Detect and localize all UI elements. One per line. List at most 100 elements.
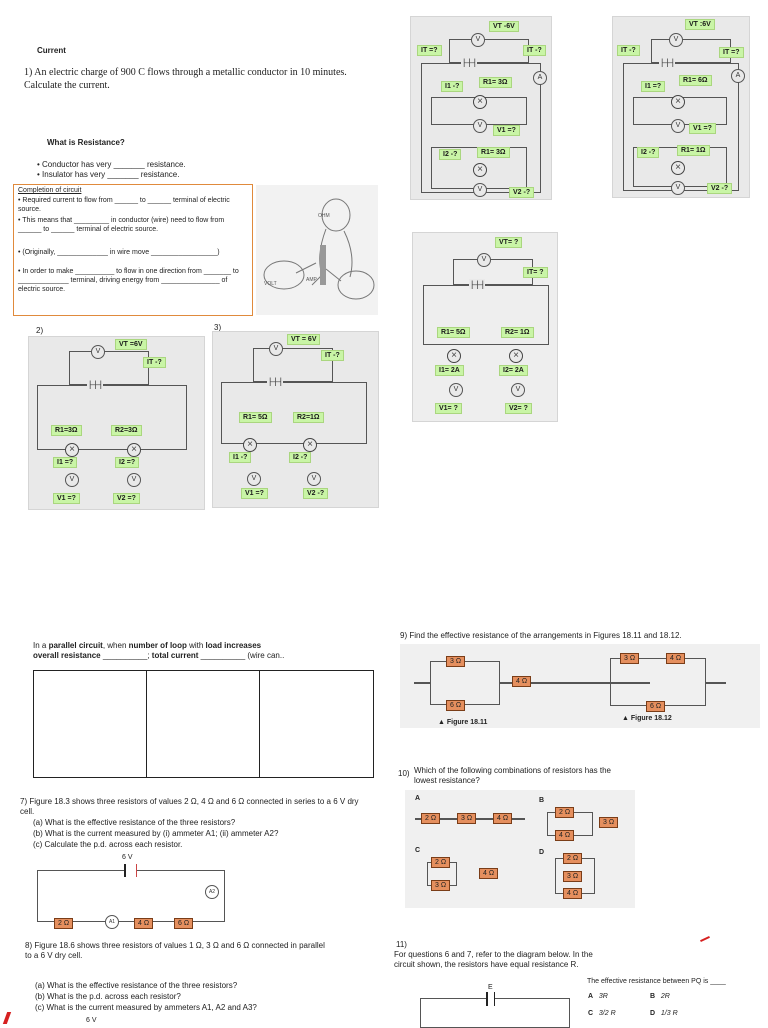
voltmeter-icon: V xyxy=(91,345,105,359)
label-i2: I2 -? xyxy=(289,452,312,463)
lamp-icon: × xyxy=(303,438,317,452)
label-v1: V1 =? xyxy=(493,125,520,136)
battery-icon: |‒|‒| xyxy=(267,376,284,386)
resistance-bullet-2: • Insulator has very _______ resistance. xyxy=(37,170,180,179)
completion-item-1: • Required current to flow from ______ t… xyxy=(18,197,230,213)
label-i2: I2 =? xyxy=(115,457,140,468)
label-v1: V1= ? xyxy=(435,403,462,414)
q9-intro: 9) Find the effective resistance of the … xyxy=(400,631,682,640)
resistor: 4 Ω xyxy=(555,830,575,841)
q10-intro: Which of the following combinations of r… xyxy=(414,766,611,785)
battery-icon: |‒|‒| xyxy=(461,57,478,67)
ohm-cartoon-illustration: OHM VOLT AMP xyxy=(256,185,378,315)
battery-icon xyxy=(124,864,137,877)
label-vt: VT :6V xyxy=(685,19,715,30)
label-v1: V1 =? xyxy=(689,123,716,134)
lamp-icon: × xyxy=(65,443,79,457)
voltmeter-icon: V xyxy=(449,383,463,397)
completion-title: Completion of circuit xyxy=(18,187,82,194)
resistor: 4 Ω xyxy=(563,888,583,899)
label-i1: I1= 2A xyxy=(435,365,464,376)
resistor: 4 Ω xyxy=(493,813,513,824)
voltmeter-icon: V xyxy=(671,181,685,195)
label-r2: R2=3Ω xyxy=(111,425,142,436)
q10-number: 10) xyxy=(398,769,410,778)
q8-part-c: (c) What is the current measured by amme… xyxy=(35,1003,257,1012)
voltmeter-icon: V xyxy=(671,119,685,133)
resistor-4-ohm: 4 Ω xyxy=(134,918,154,929)
ammeter-icon: A2 xyxy=(205,885,219,899)
resistor-6-ohm: 6 Ω xyxy=(174,918,194,929)
label-v2: V2 -? xyxy=(707,183,733,194)
battery-icon xyxy=(486,992,495,1006)
voltmeter-icon: V xyxy=(471,33,485,47)
q8-voltage-label: 6 V xyxy=(86,1017,97,1024)
resistance-bullet-1: • Conductor has very _______ resistance. xyxy=(37,160,186,169)
battery-icon: |‒|‒| xyxy=(659,57,676,67)
resistor-4-ohm: 4 Ω xyxy=(666,653,686,664)
label-r2: R1= 3Ω xyxy=(477,147,510,158)
parallel-note-line-2: overall resistance __________; total cur… xyxy=(33,651,285,660)
lamp-icon: × xyxy=(447,349,461,363)
blank-table-cell-2[interactable] xyxy=(146,670,260,778)
cartoon-label-amp: AMP xyxy=(306,277,317,283)
resistor: 2 Ω xyxy=(431,857,451,868)
resistor: 3 Ω xyxy=(431,880,451,891)
label-v1: V1 =? xyxy=(241,488,268,499)
voltmeter-icon: V xyxy=(511,383,525,397)
label-it: IT -? xyxy=(143,357,166,368)
lamp-icon: × xyxy=(473,95,487,109)
label-vt: VT -6V xyxy=(489,21,519,32)
q11-e-label: E xyxy=(488,984,493,991)
label-it: IT -? xyxy=(321,350,344,361)
label-i1: I1 -? xyxy=(229,452,252,463)
label-v2: V2= ? xyxy=(505,403,532,414)
resistor: 2 Ω xyxy=(555,807,575,818)
label-it-left: IT =? xyxy=(417,45,442,56)
completion-item-4: • In order to make __________ to flow in… xyxy=(18,268,239,293)
q7-part-b: (b) What is the current measured by (i) … xyxy=(33,829,279,838)
voltmeter-icon: V xyxy=(473,183,487,197)
voltmeter-icon: V xyxy=(477,253,491,267)
label-i1: I1 =? xyxy=(641,81,666,92)
circuit-2-number: 2) xyxy=(36,326,44,335)
q9-figures: 3 Ω 6 Ω 4 Ω ▲ Figure 18.11 3 Ω 4 Ω 6 Ω ▲… xyxy=(400,644,760,728)
option-d-label: D xyxy=(539,849,545,856)
resistor: 2 Ω xyxy=(421,813,441,824)
q10-options: A 2 Ω 3 Ω 4 Ω B 2 Ω 4 Ω 3 Ω C 2 Ω 3 Ω 4 … xyxy=(405,790,635,908)
resistor: 2 Ω xyxy=(563,853,583,864)
label-i2: I2 -? xyxy=(637,147,660,158)
resistor-3-ohm: 3 Ω xyxy=(446,656,466,667)
label-i1: I1 -? xyxy=(441,81,464,92)
voltmeter-icon: V xyxy=(473,119,487,133)
blank-table-cell-3[interactable] xyxy=(259,670,374,778)
circuit-2-photo: V |‒|‒| × × V V VT =6V IT -? R1=3Ω R2=3Ω… xyxy=(28,336,205,510)
question-1: 1) An electric charge of 900 C flows thr… xyxy=(24,67,347,91)
voltmeter-icon: V xyxy=(65,473,79,487)
circuit-6-photo: V |‒|‒| × × V V VT= ? IT= ? R1= 5Ω R2= 1… xyxy=(412,232,558,422)
circuit-5-photo: V |‒|‒| A × V × V VT :6V IT -? IT =? I1 … xyxy=(612,16,750,198)
label-r2: R1= 1Ω xyxy=(677,145,710,156)
label-r1: R1= 5Ω xyxy=(437,327,470,338)
label-v2: V2 =? xyxy=(113,493,140,504)
blank-table-cell-1[interactable] xyxy=(33,670,147,778)
completion-box xyxy=(13,184,253,316)
red-pen-mark xyxy=(700,935,710,943)
label-r1: R1= 5Ω xyxy=(239,412,272,423)
q8-part-a: (a) What is the effective resistance of … xyxy=(35,981,238,990)
completion-item-3: • (Originally, _____________ in wire mov… xyxy=(18,249,220,256)
label-v1: V1 =? xyxy=(53,493,80,504)
label-r1: R1= 3Ω xyxy=(479,77,512,88)
label-r1: R1= 6Ω xyxy=(679,75,712,86)
red-pen-mark xyxy=(2,1012,12,1024)
lamp-icon: × xyxy=(509,349,523,363)
resistor-6-ohm: 6 Ω xyxy=(646,701,666,712)
circuit-3-photo: V |‒|‒| × × V V VT = 6V IT -? R1= 5Ω R2=… xyxy=(212,331,379,508)
label-r1: R1=3Ω xyxy=(51,425,82,436)
parallel-note-line-1: In a parallel circuit, when number of lo… xyxy=(33,641,262,650)
resistor: 3 Ω xyxy=(457,813,477,824)
option-a-label: A xyxy=(415,795,421,802)
label-i2: I2 -? xyxy=(439,149,462,160)
figure-18-11-caption: ▲ Figure 18.11 xyxy=(438,719,488,726)
resistor-2-ohm: 2 Ω xyxy=(54,918,74,929)
